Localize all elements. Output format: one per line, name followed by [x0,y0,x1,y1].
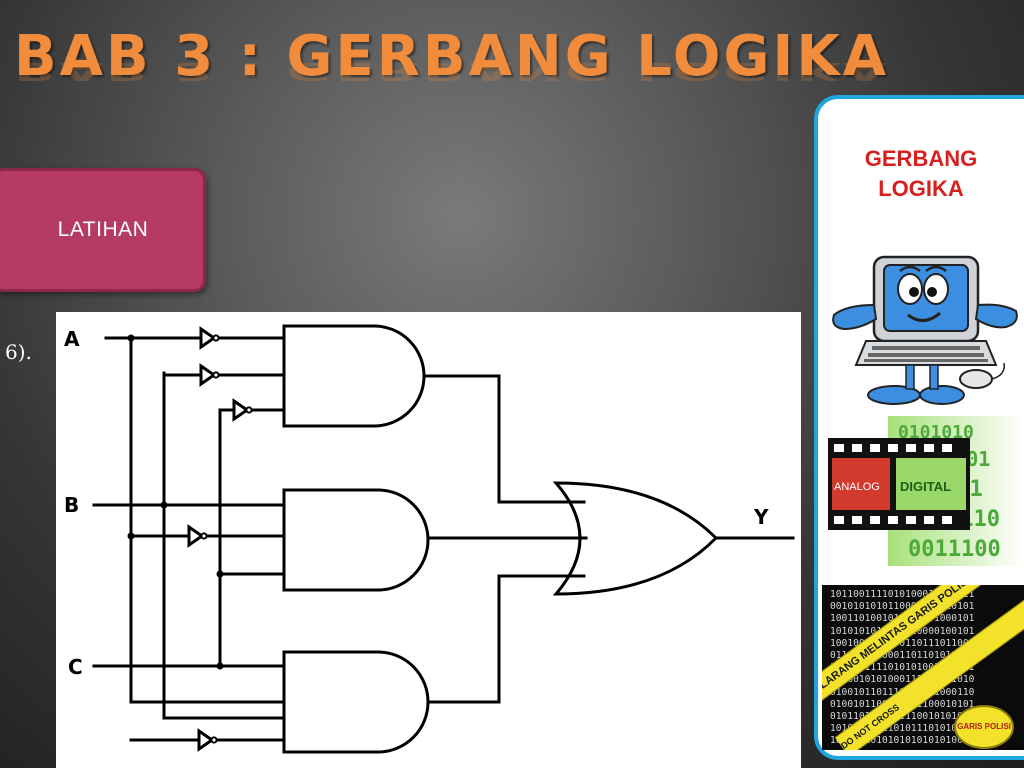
not-gate-b [199,363,217,387]
and-gate-1 [282,324,426,428]
not-bubble-a [212,334,220,342]
svg-text:0011100: 0011100 [908,537,1001,562]
not-bubble-a3 [210,736,218,744]
junction-c-g2 [216,570,224,578]
film-label-digital: DIGITAL [900,479,951,494]
not-bubble-a2 [200,532,208,540]
and-gate-3 [282,650,430,754]
slide-title-reflection: BAB 3 : GERBANG LOGIKA [14,56,890,86]
input-label-a: A [64,327,80,351]
input-label-b: B [64,493,79,517]
not-gate-c [232,398,250,422]
police-tape-binary-image: 1011001111010100010100011 00101010101100… [822,585,1024,750]
junction-c [216,662,224,670]
not-bubble-c [245,406,253,414]
not-gate-a3 [197,728,215,752]
input-label-c: C [68,655,83,679]
latihan-tag-label: LATIHAN [57,218,149,241]
logic-circuit-diagram: A B C Y [56,312,801,768]
junction-a2 [127,532,135,540]
not-bubble-b [212,371,220,379]
slide-title: BAB 3 : GERBANG LOGIKA [14,24,890,89]
not-gate-a [199,326,217,350]
latihan-tag[interactable]: LATIHAN [0,168,206,292]
junction-a [127,334,135,342]
svg-text:0101010: 0101010 [898,422,974,443]
output-label-y: Y [753,505,769,529]
junction-b [160,501,168,509]
wire-g3-to-or [426,574,586,704]
and-gate-2 [282,488,430,592]
computer-mascot-icon [832,255,1018,405]
analog-digital-film-icon: 0101010 10101101 1011011 11101110 001110… [828,416,1024,566]
wire-g1-to-or [422,374,586,504]
tape-roll: GARIS POLISI [954,705,1014,749]
or-gate [552,481,719,596]
sidebar-title-line1: GERBANG [864,146,978,171]
question-number: 6). [5,340,32,364]
sidebar-title: GERBANG LOGIKA [818,144,1024,204]
not-gate-a2 [187,524,205,548]
sidebar-title-line2: LOGIKA [878,176,964,201]
film-label-analog: ANALOG [834,481,880,493]
